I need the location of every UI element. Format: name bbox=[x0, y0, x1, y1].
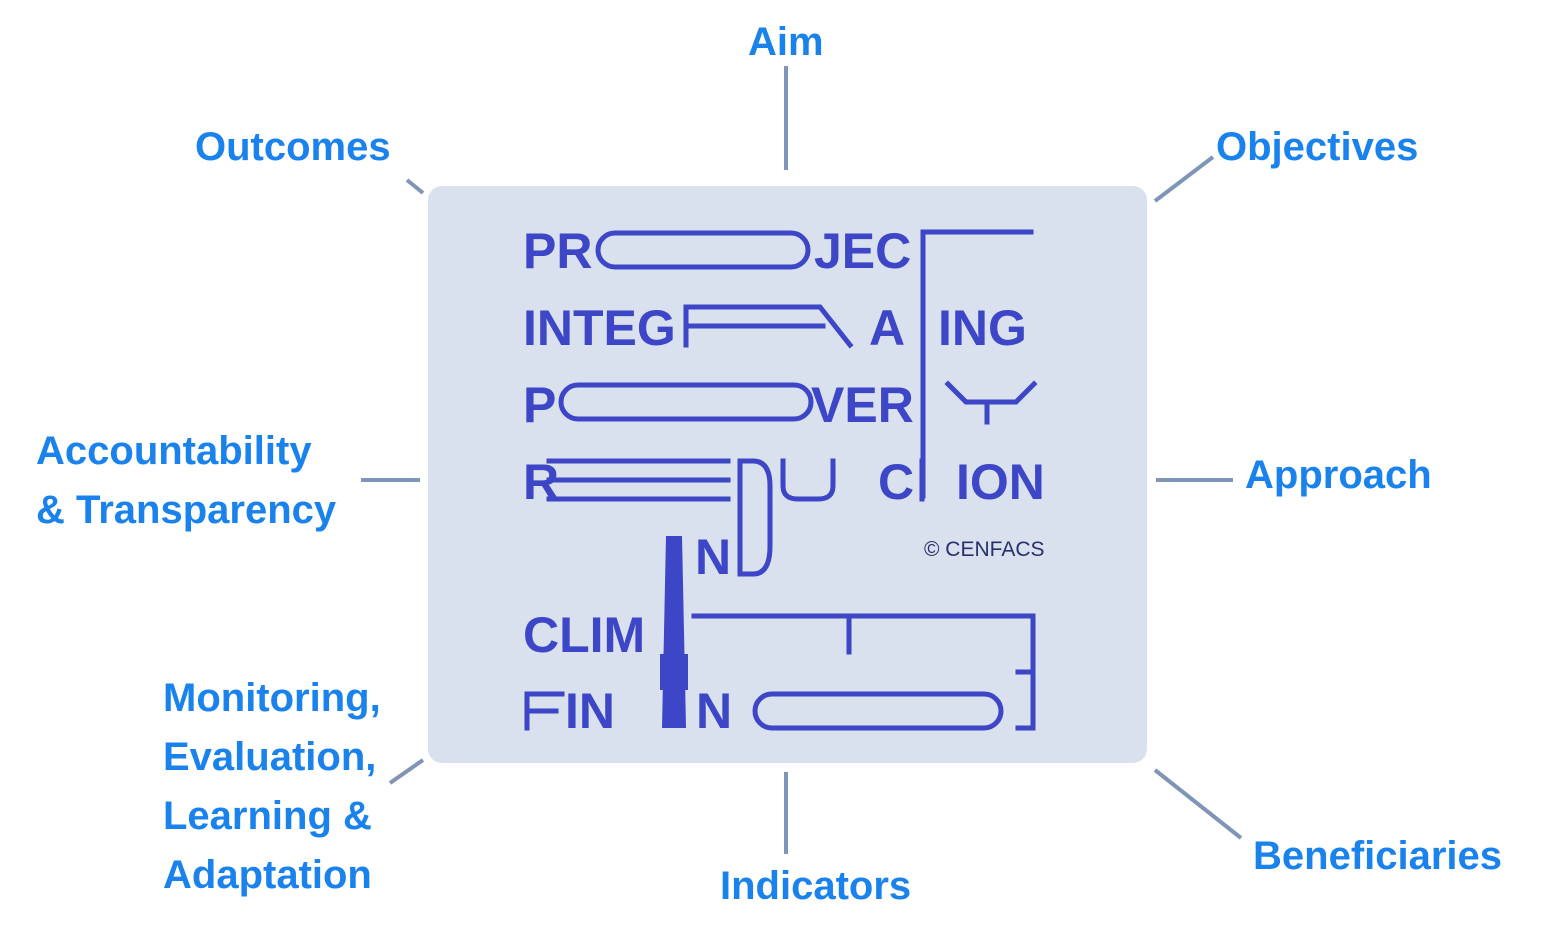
label-monitoring-evaluation-learning-adaptation: Monitoring, Evaluation, Learning & Adapt… bbox=[163, 669, 381, 905]
logo-rounded-bar-project bbox=[595, 230, 811, 270]
label-accountability-line-2: & Transparency bbox=[36, 488, 337, 532]
logo-text-pr: PR bbox=[523, 223, 592, 279]
logo-strokes bbox=[524, 229, 1038, 731]
logo-u-shape bbox=[780, 458, 836, 502]
project-logo-box: PR JEC INTEG A ING P VER R C ION N CLIM … bbox=[428, 186, 1147, 763]
connector-objectives bbox=[1153, 155, 1215, 203]
logo-e-climate bbox=[1015, 613, 1036, 731]
logo-rounded-bar-finance bbox=[752, 691, 1004, 731]
logo-text-ing: ING bbox=[938, 300, 1027, 356]
logo-t-climate bbox=[691, 613, 1028, 655]
logo-text-n-finance: N bbox=[696, 683, 732, 739]
logo-text-r: R bbox=[523, 454, 559, 510]
label-melea-line-3: Learning & bbox=[163, 794, 372, 838]
logo-y-shape bbox=[944, 380, 1038, 425]
label-accountability-line-1: Accountability bbox=[36, 429, 312, 473]
logo-rounded-bar-poverty bbox=[558, 382, 814, 422]
logo-text-in: IN bbox=[565, 683, 615, 739]
label-objectives: Objectives bbox=[1216, 125, 1419, 169]
label-approach: Approach bbox=[1245, 453, 1432, 497]
logo-e-bars-reduction bbox=[546, 458, 731, 502]
label-outcomes: Outcomes bbox=[195, 125, 391, 169]
connector-outcomes bbox=[405, 178, 425, 195]
logo-text-n-and: N bbox=[695, 529, 731, 585]
logo-a-crossbar bbox=[660, 654, 688, 690]
logo-text-p: P bbox=[523, 377, 556, 433]
logo-a-spine bbox=[662, 536, 686, 728]
label-aim: Aim bbox=[748, 20, 824, 64]
logo-text-ion: ION bbox=[956, 454, 1045, 510]
label-accountability-transparency: Accountability & Transparency bbox=[36, 422, 336, 540]
copyright-notice: © CENFACS bbox=[924, 538, 1045, 561]
logo-f-finance bbox=[524, 691, 565, 731]
label-indicators: Indicators bbox=[720, 864, 912, 908]
project-logo-artwork: PR JEC INTEG A ING P VER R C ION N CLIM … bbox=[523, 223, 1045, 739]
connector-melea bbox=[388, 758, 425, 785]
logo-d-shape bbox=[737, 458, 773, 577]
logo-text-a: A bbox=[869, 300, 905, 356]
connector-beneficiaries bbox=[1153, 768, 1243, 840]
label-melea-line-1: Monitoring, bbox=[163, 676, 381, 720]
logo-letter-group: PR JEC INTEG A ING P VER R C ION N CLIM … bbox=[523, 223, 1045, 739]
label-melea-line-4: Adaptation bbox=[163, 853, 372, 897]
label-beneficiaries: Beneficiaries bbox=[1253, 834, 1503, 878]
logo-text-c: C bbox=[878, 454, 914, 510]
logo-text-integ: INTEG bbox=[523, 300, 676, 356]
logo-text-ver: VER bbox=[811, 377, 914, 433]
label-melea-line-2: Evaluation, bbox=[163, 735, 377, 779]
logo-text-jec: JEC bbox=[814, 223, 911, 279]
logo-text-clim: CLIM bbox=[523, 607, 645, 663]
